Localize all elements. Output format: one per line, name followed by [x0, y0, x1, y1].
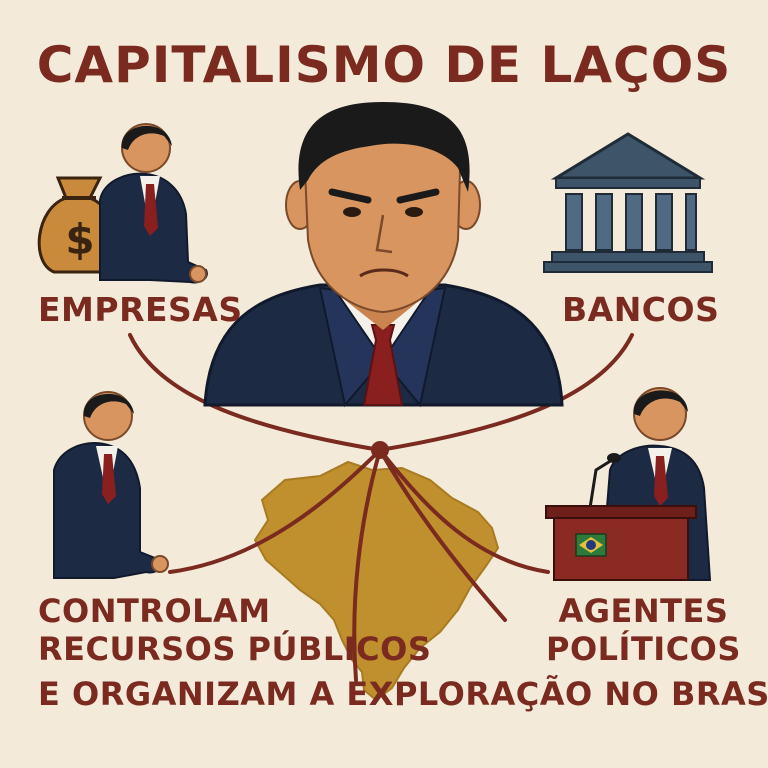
label-agentes-line1: AGENTES: [558, 592, 729, 630]
label-agentes-line2: POLÍTICOS: [546, 630, 741, 668]
connection-lines: [128, 333, 634, 682]
central-figure: [203, 102, 564, 408]
page-title: CAPITALISMO DE LAÇOS: [36, 36, 732, 94]
label-empresas: EMPRESAS: [38, 290, 243, 329]
bottom-caption: E ORGANIZAM A EXPLORAÇÃO NO BRASIL: [38, 675, 768, 713]
svg-text:$: $: [65, 215, 94, 264]
podium-icon: [545, 505, 697, 581]
label-bancos: BANCOS: [562, 290, 720, 329]
brazil-map-icon: [253, 460, 500, 702]
businessman-bottom-left: [53, 391, 169, 579]
money-bag-icon: $: [37, 176, 119, 274]
label-controlam: CONTROLAM RECURSOS PÚBLICOS: [38, 592, 431, 668]
businessman-top-left: [99, 123, 208, 284]
center-node: [371, 441, 389, 459]
microphone-icon: [588, 453, 621, 509]
label-controlam-line1: CONTROLAM: [38, 592, 271, 630]
label-agentes: AGENTES POLÍTICOS: [546, 592, 741, 668]
label-controlam-line2: RECURSOS PÚBLICOS: [38, 630, 432, 668]
bank-building-icon: [543, 132, 713, 273]
